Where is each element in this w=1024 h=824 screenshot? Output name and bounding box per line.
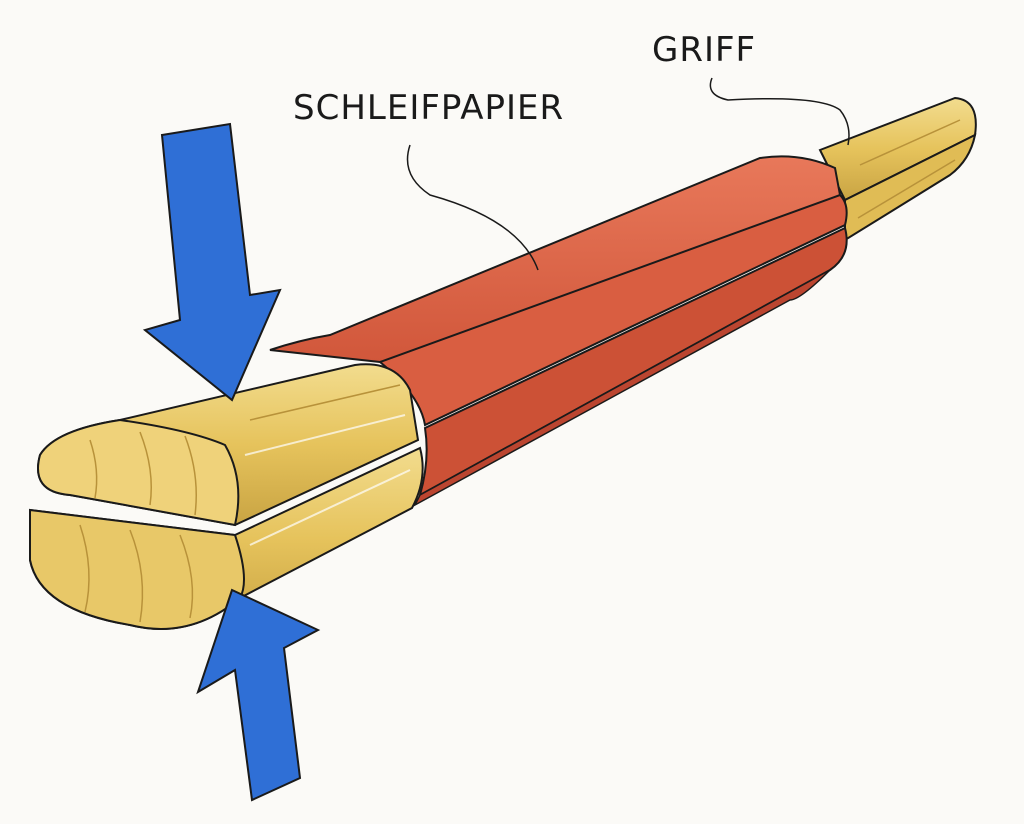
sandpaper-lower [413,226,848,507]
wood-block-upper [37,363,420,527]
leader-line-handle [709,77,850,146]
arrow-down-icon [142,122,282,402]
handle-end [818,96,977,242]
arrow-up-icon [196,588,321,802]
wood-block-lower [29,446,424,630]
handle-label: GRIFF [652,30,757,70]
sandpaper-label: SCHLEIFPAPIER [293,88,565,128]
leader-line-sandpaper [406,144,539,271]
